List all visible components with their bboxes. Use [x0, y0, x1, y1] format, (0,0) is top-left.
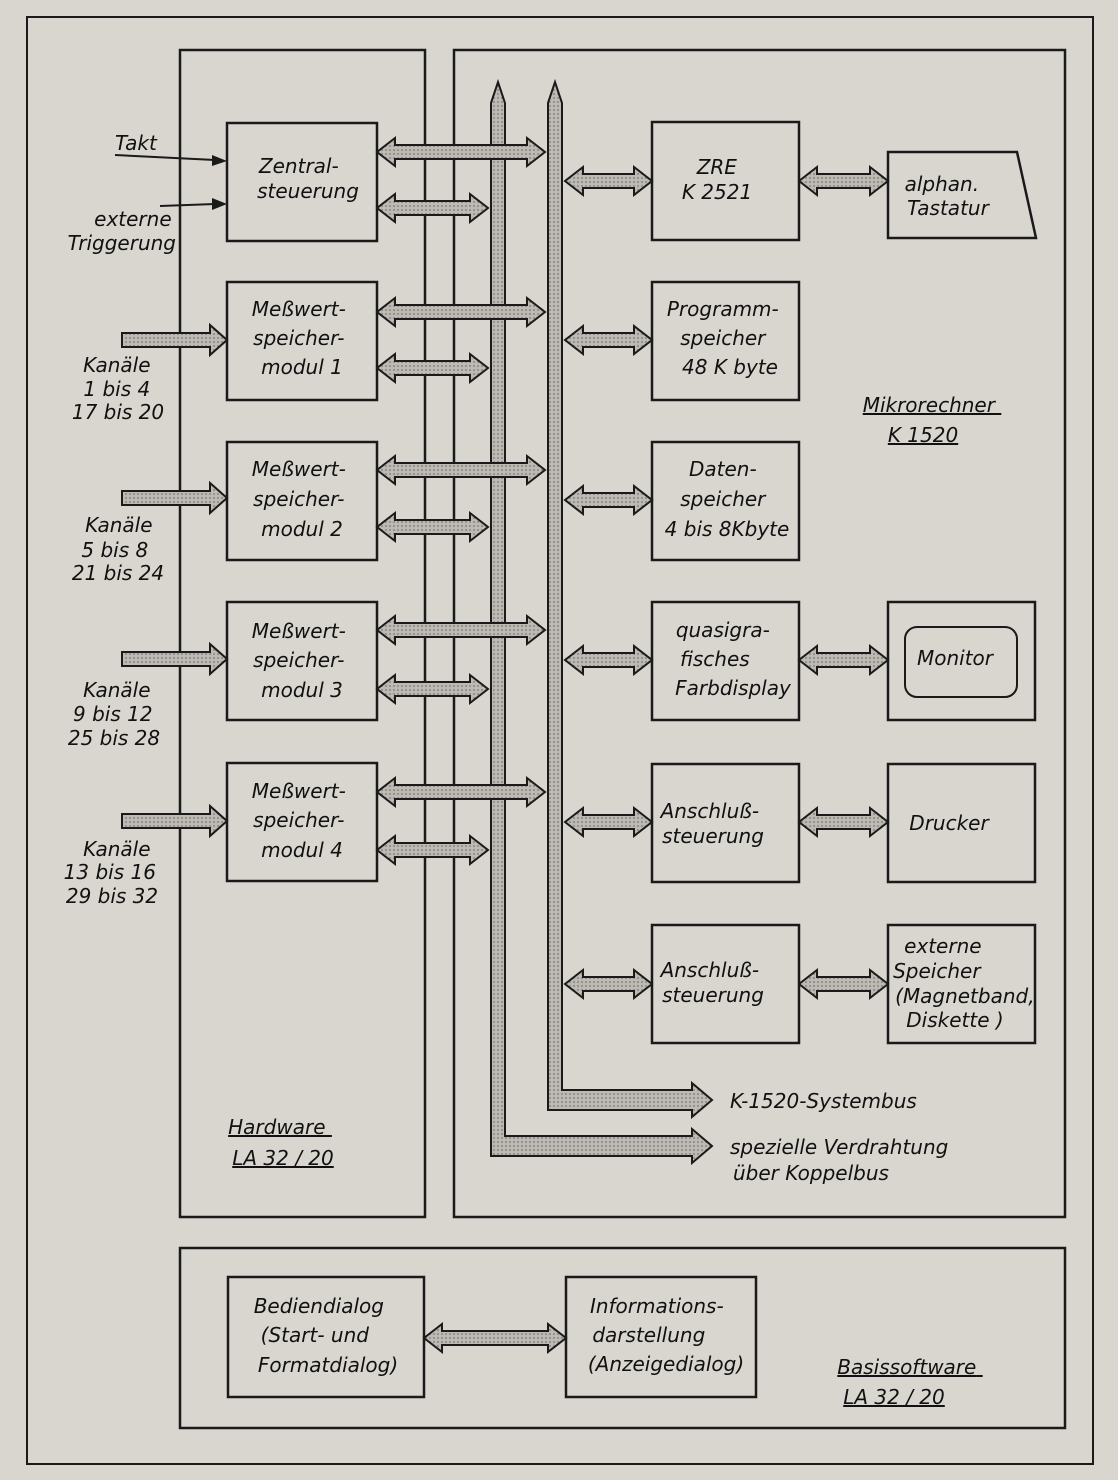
channels-3-label: Kanäle 9 bis 12 25 bis 28: [68, 678, 160, 750]
modul-2-label: Meßwert- speicher- modul 2: [252, 457, 352, 541]
mikrorechner-group-label: Mikrorechner K 1520: [863, 393, 1002, 447]
anschluss-1-label: Anschluß- steuerung: [659, 799, 766, 848]
modul-3-label: Meßwert- speicher- modul 3: [252, 619, 352, 702]
drucker-label: Drucker: [909, 811, 990, 835]
basissoftware-group-label: Basissoftware LA 32 / 20: [837, 1355, 982, 1409]
channels-4-label: Kanäle 13 bis 16 29 bis 32: [64, 837, 163, 908]
block-anschluss-1: [650, 762, 801, 884]
takt-label: Takt: [115, 131, 158, 155]
modul-1-label: Meßwert- speicher- modul 1: [252, 297, 352, 379]
control-input-lines: [114, 154, 227, 210]
farbdisplay-label: quasigra- fisches Farbdisplay: [675, 618, 792, 700]
block-tastatur: [886, 150, 1038, 240]
bediendialog-label: Bediendialog (Start- und Formatdialog): [254, 1294, 398, 1377]
zre-label: ZRE K 2521: [682, 155, 752, 204]
programmspeicher-label: Programm- speicher 48 K byte: [667, 297, 785, 379]
hardware-group-label: Hardware LA 32 / 20: [228, 1115, 334, 1170]
block-messwertmodul-3: [225, 600, 379, 722]
informationsdarstellung-label: Informations- darstellung (Anzeigedialog…: [588, 1294, 744, 1376]
monitor-screen-icon: [904, 626, 1018, 698]
outer-frame: [26, 16, 1094, 1465]
modul-4-label: Meßwert- speicher- modul 4: [252, 779, 352, 862]
systembus-label: K-1520-Systembus: [730, 1089, 917, 1113]
block-zentralsteuerung: [225, 121, 379, 243]
peripheral-arrows: [797, 164, 890, 1001]
channels-1-label: Kanäle 1 bis 4 17 bis 20: [72, 353, 164, 424]
software-frame: [178, 1246, 1067, 1430]
monitor-label: Monitor: [917, 646, 995, 670]
block-messwertmodul-2: [225, 440, 379, 562]
koppelbus-arrow: [490, 78, 714, 1166]
koppelbus-label: spezielle Verdrahtung über Koppelbus: [730, 1135, 955, 1185]
mc-bus-arrows: [563, 164, 654, 1001]
externe-speicher-label: externe Speicher (Magnetband, Diskette ): [893, 934, 1041, 1032]
hw-bus-arrows: [375, 135, 547, 867]
tastatur-label: alphan. Tastatur: [905, 172, 991, 220]
channels-2-label: Kanäle 5 bis 8 21 bis 24: [72, 513, 164, 585]
channel-input-arrows: [121, 322, 229, 839]
zentralsteuerung-label: Zentral- steuerung: [257, 154, 359, 203]
systembus-arrow: [547, 78, 714, 1120]
trigger-label: externe Triggerung: [68, 207, 178, 255]
anschluss-2-label: Anschluß- steuerung: [659, 958, 766, 1007]
datenspeicher-label: Daten- speicher 4 bis 8Kbyte: [665, 457, 790, 541]
software-arrow: [422, 1321, 568, 1355]
